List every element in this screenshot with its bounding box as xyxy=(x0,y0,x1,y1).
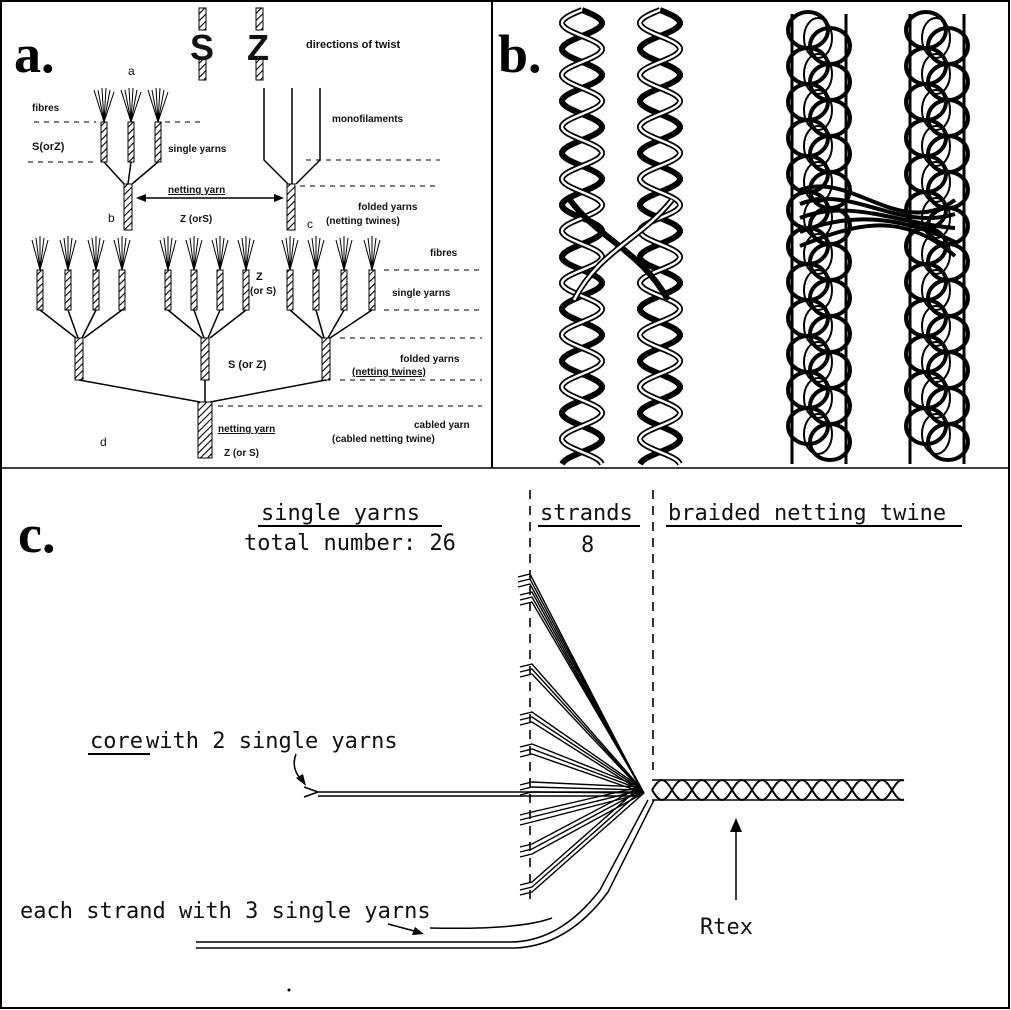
label-monofilaments: monofilaments xyxy=(332,114,404,125)
fibre-tufts-top xyxy=(94,88,168,122)
label-single-yarns-top: single yarns xyxy=(168,144,227,155)
label-strands-count: 8 xyxy=(581,533,594,558)
label-fibres-top: fibres xyxy=(32,103,60,114)
panel-c: c. single yarns total number: 26 strands… xyxy=(18,490,962,992)
label-cabled-yarn: cabled yarn xyxy=(414,420,470,431)
cabled-yarn-stem xyxy=(198,402,212,458)
fibre-tufts-bottom xyxy=(32,236,380,270)
strand-yarn xyxy=(520,674,644,793)
label-folded-yarns-mid: folded yarns xyxy=(400,354,460,365)
twist-z-letter: Z xyxy=(247,27,269,68)
label-netting-yarn-bottom: netting yarn xyxy=(218,424,275,435)
label-strands: strands xyxy=(540,501,633,526)
label-sub-d: d xyxy=(100,435,107,449)
single-yarn-3 xyxy=(155,122,161,162)
single-yarns-bottom xyxy=(37,270,375,310)
label-z-or-s-top: Z (orS) xyxy=(180,214,212,225)
label-netting-yarn-top: netting yarn xyxy=(168,185,225,196)
speck xyxy=(288,989,291,992)
panel-letter-a: a. xyxy=(14,24,55,84)
label-sub-b: b xyxy=(108,211,115,225)
cable-join xyxy=(79,380,326,402)
ply-joins-bottom xyxy=(40,310,372,338)
label-s-or-z-mid: S (or Z) xyxy=(228,359,267,371)
label-single-yarns-mid: single yarns xyxy=(392,288,451,299)
strand-yarn xyxy=(520,793,644,895)
panel-letter-b: b. xyxy=(498,24,542,84)
strand-yarn xyxy=(520,787,640,885)
label-z-or-s-bottom: Z (or S) xyxy=(224,448,259,459)
label-core-word: core xyxy=(90,729,143,754)
label-each-strand: each strand with 3 single yarns xyxy=(20,899,431,924)
strand-arrow xyxy=(388,924,418,932)
twisted-strands-illustration xyxy=(562,10,680,464)
label-sub-c: c xyxy=(307,217,313,231)
strand-arrowhead xyxy=(412,927,424,935)
panel-a: a. S Z directions of twist a xyxy=(14,8,482,459)
single-yarn-1 xyxy=(101,122,107,162)
label-z-mid: Z xyxy=(256,271,263,283)
strand-yarn xyxy=(520,787,642,790)
knotted-strands-illustration xyxy=(788,12,968,464)
label-s-or-z: S(orZ) xyxy=(32,141,65,153)
label-core-rest: with 2 single yarns xyxy=(146,729,398,754)
arrowhead-left xyxy=(136,194,146,202)
label-cabled-netting-twine: (cabled netting twine) xyxy=(332,434,435,445)
label-netting-twines-top: (netting twines) xyxy=(326,216,400,227)
panel-letter-c: c. xyxy=(18,504,55,564)
rtex-arrowhead xyxy=(730,818,742,832)
netting-yarn-c xyxy=(287,184,295,230)
single-yarn-2 xyxy=(128,122,134,162)
lower-strand-yarns xyxy=(196,800,654,948)
folded-yarns-bottom xyxy=(75,338,330,380)
label-folded-yarns-top: folded yarns xyxy=(358,202,418,213)
braided-twine xyxy=(652,780,904,800)
label-or-s-mid: (or S) xyxy=(250,286,276,297)
twist-s-letter: S xyxy=(190,27,214,68)
label-netting-twines-mid: (netting twines) xyxy=(352,367,426,378)
label-total-number: total number: 26 xyxy=(244,531,456,556)
label-directions-of-twist: directions of twist xyxy=(306,39,400,51)
label-rtex: Rtex xyxy=(700,915,753,940)
strand-yarn xyxy=(520,790,642,820)
strand-yarn xyxy=(520,592,640,787)
panel-b: b. xyxy=(498,10,968,464)
strand-fan xyxy=(518,574,644,895)
monofilaments-lines xyxy=(264,88,320,184)
strand-yarn xyxy=(520,597,642,790)
ply-join-b xyxy=(104,162,158,184)
dashed-guides-top xyxy=(28,122,440,186)
label-fibres-mid: fibres xyxy=(430,248,458,259)
label-braided-netting-twine: braided netting twine xyxy=(668,501,946,526)
netting-yarn-b xyxy=(124,184,132,230)
arrowhead-right xyxy=(274,194,284,202)
label-sub-a: a xyxy=(128,64,135,78)
label-single-yarns: single yarns xyxy=(261,501,420,526)
